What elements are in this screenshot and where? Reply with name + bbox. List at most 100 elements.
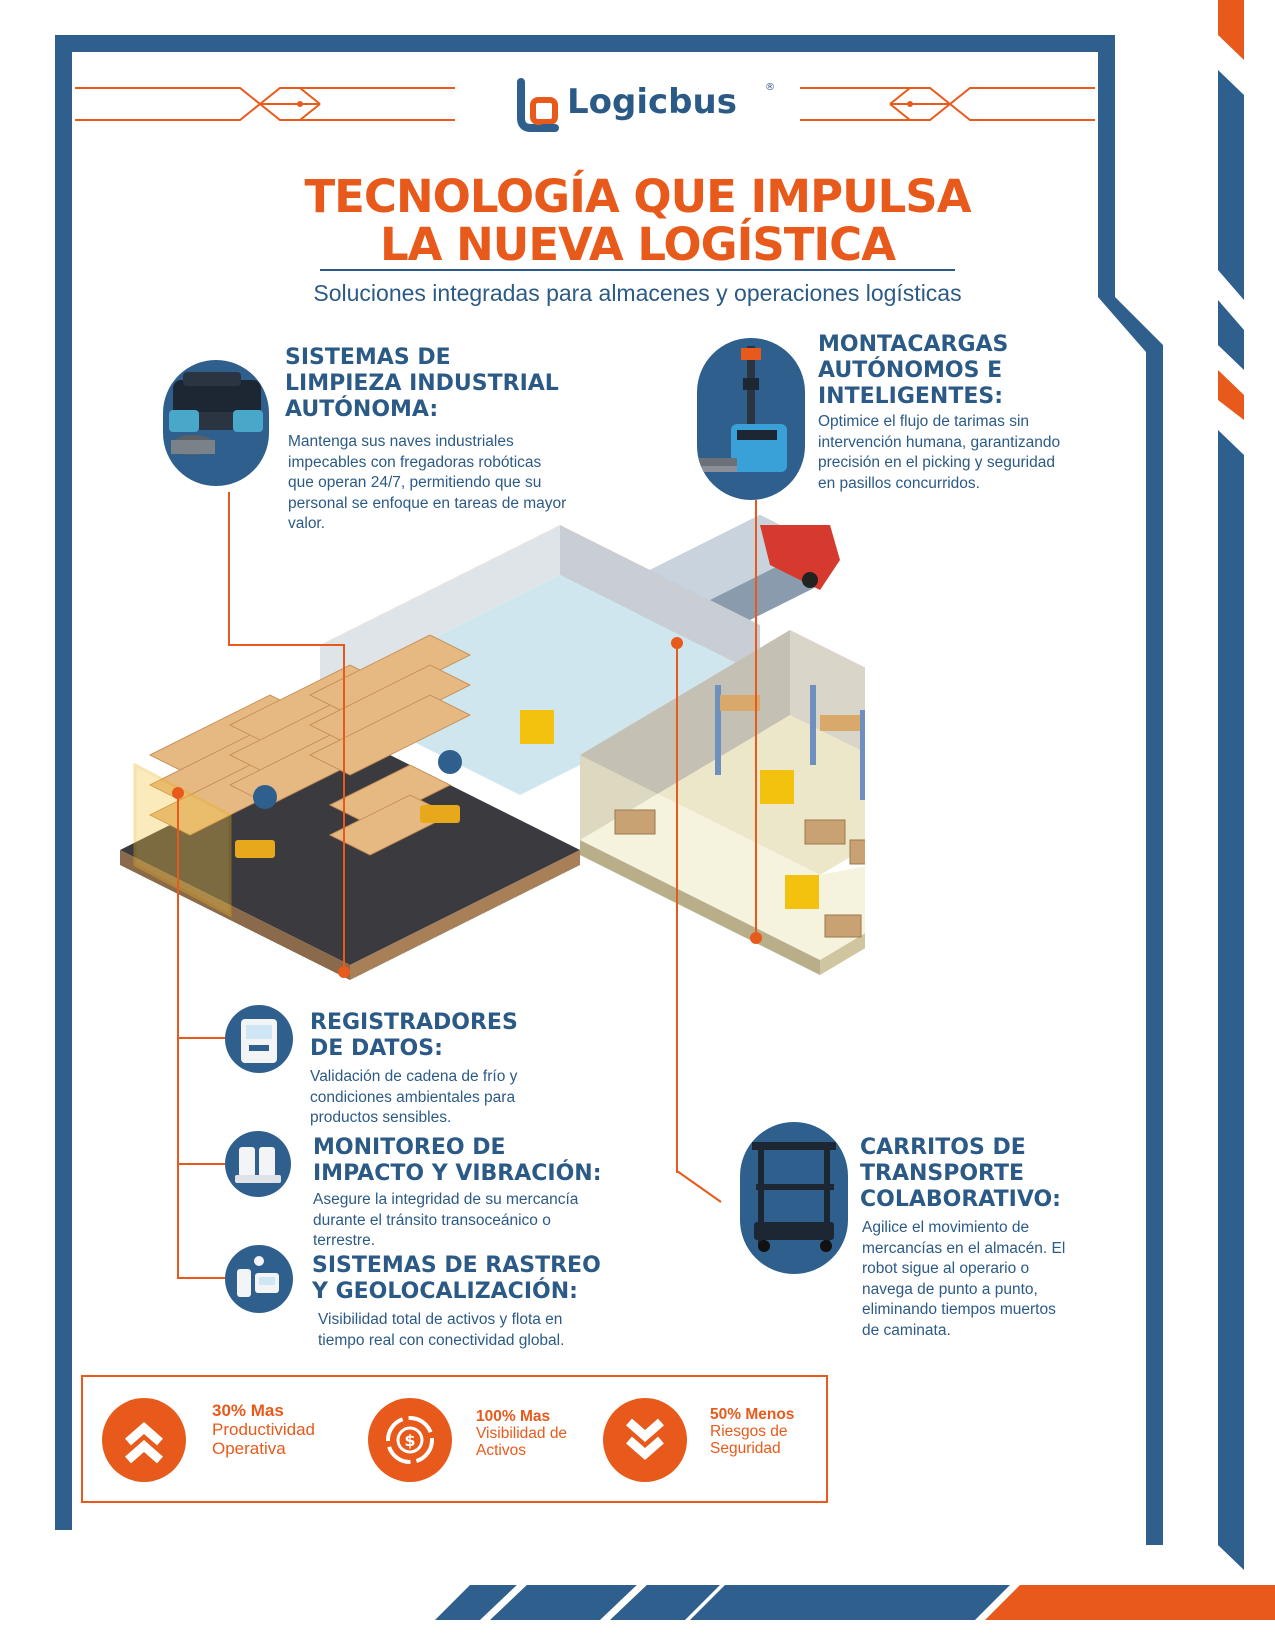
stat-visibility: 100% Mas Visibilidad de Activos xyxy=(476,1408,567,1459)
forklift-title-line: AUTÓNOMOS E xyxy=(818,358,1003,383)
warehouse-illustration xyxy=(120,515,865,980)
forklift-body-line: Optimice el flujo de tarimas sin xyxy=(818,413,1030,430)
stat-value: 100% Mas xyxy=(476,1408,551,1425)
connector-dot xyxy=(338,966,350,978)
cleaning-section-title: SISTEMAS DE LIMPIEZA INDUSTRIAL AUTÓNOMA… xyxy=(285,345,559,423)
data-logger-icon xyxy=(241,1019,277,1063)
forklift-body-line: en pasillos concurridos. xyxy=(818,474,980,492)
stat-value: 50% Menos xyxy=(710,1406,795,1423)
frame-left-bar xyxy=(55,35,72,1530)
data-logger-section-body: Validación de cadena de frío y condicion… xyxy=(310,1067,517,1129)
connector-dot xyxy=(750,932,762,944)
cart-title-line: TRANSPORTE xyxy=(860,1161,1025,1186)
stat-safety-circle xyxy=(603,1398,687,1482)
cart-body-line: mercancías en el almacén. El xyxy=(862,1239,1066,1257)
connector-line xyxy=(177,1277,225,1279)
data-logger-body-line: condiciones ambientales para xyxy=(310,1088,516,1106)
cleaning-title-line: SISTEMAS DE xyxy=(285,345,451,370)
forklift-body-line: precisión en el picking y seguridad xyxy=(818,454,1055,471)
cleaning-body-line: impecables con fregadoras robóticas xyxy=(288,453,542,471)
chevrons-down-icon xyxy=(626,1418,664,1460)
cart-title-line: COLABORATIVO: xyxy=(860,1187,1061,1212)
impact-body-line: Asegure la integridad de su mercancía xyxy=(313,1191,579,1208)
data-logger-title-line: REGISTRADORES xyxy=(310,1010,518,1035)
connector-line xyxy=(228,492,230,644)
autonomous-forklift-image xyxy=(697,338,805,500)
cleaning-robot-image xyxy=(163,360,269,486)
page-title-line-1: TECNOLOGÍA QUE IMPULSA xyxy=(304,170,971,223)
tracking-section-body: Visibilidad total de activos y flota en … xyxy=(318,1310,564,1351)
data-logger-body-line: productos sensibles. xyxy=(310,1109,452,1126)
cleaning-body-line: que operan 24/7, permitiendo que su xyxy=(288,474,542,491)
transport-cart-icon xyxy=(752,1142,836,1252)
cart-title-line: CARRITOS DE xyxy=(860,1135,1026,1160)
impact-section-body: Asegure la integridad de su mercancía du… xyxy=(313,1190,578,1252)
page-title-line-2: LA NUEVA LOGÍSTICA xyxy=(379,218,896,271)
impact-title-line: MONITOREO DE xyxy=(313,1135,506,1160)
brand-logo: Logicbus ® xyxy=(515,78,775,134)
forklift-title-line: INTELIGENTES: xyxy=(818,384,1004,409)
stat-productivity-circle xyxy=(102,1398,186,1482)
connector-line xyxy=(676,643,678,1173)
impact-sensor-icon xyxy=(235,1147,281,1183)
cart-section-title: CARRITOS DE TRANSPORTE COLABORATIVO: xyxy=(860,1135,1061,1213)
stat-label-line: Visibilidad de xyxy=(476,1425,568,1442)
tracking-body-line: tiempo real con conectividad global. xyxy=(318,1331,565,1349)
autonomous-forklift-icon xyxy=(697,346,787,472)
connector-dot xyxy=(671,637,683,649)
page-subtitle: Soluciones integradas para almacenes y o… xyxy=(313,280,962,306)
collaborative-cart-image xyxy=(740,1122,848,1274)
tracking-title-line: Y GEOLOCALIZACIÓN: xyxy=(312,1279,578,1304)
tracking-body-line: Visibilidad total de activos y flota en xyxy=(318,1311,563,1328)
impact-monitor-image xyxy=(225,1131,291,1197)
money-cycle-icon: $ xyxy=(386,1416,434,1464)
brand-name: Logicbus xyxy=(567,82,737,122)
connector-line xyxy=(177,1163,225,1165)
gps-tracker-icon xyxy=(237,1256,279,1297)
cleaning-robot-icon xyxy=(169,372,263,455)
cleaning-title-line: AUTÓNOMA: xyxy=(285,397,439,422)
stats-box xyxy=(81,1375,828,1503)
stat-label-line: Activos xyxy=(476,1442,526,1459)
impact-body-line: terrestre. xyxy=(313,1232,376,1249)
data-logger-image xyxy=(225,1005,293,1073)
stat-label-line: Productividad xyxy=(212,1420,316,1439)
cart-body-line: eliminando tiempos muertos xyxy=(862,1301,1056,1318)
connector-dot xyxy=(172,787,184,799)
cart-body-line: Agilice el movimiento de xyxy=(862,1219,1030,1236)
impact-body-line: durante el tránsito transoceánico o xyxy=(313,1211,551,1229)
stat-safety: 50% Menos Riesgos de Seguridad xyxy=(710,1406,794,1457)
svg-text:$: $ xyxy=(404,1431,415,1450)
logicbus-logo-icon xyxy=(517,78,559,132)
frame-right-bar xyxy=(1098,35,1115,297)
stat-label-line: Riesgos de xyxy=(710,1423,788,1440)
impact-section-title: MONITOREO DE IMPACTO Y VIBRACIÓN: xyxy=(313,1135,602,1187)
tracking-title-line: SISTEMAS DE RASTREO xyxy=(312,1253,601,1278)
tracking-device-image xyxy=(225,1245,293,1313)
cart-body-line: navega de punto a punto, xyxy=(862,1280,1038,1298)
connector-diagonal xyxy=(676,1170,722,1203)
connector-line xyxy=(343,644,345,972)
data-logger-section-title: REGISTRADORES DE DATOS: xyxy=(310,1010,518,1062)
impact-title-line: IMPACTO Y VIBRACIÓN: xyxy=(313,1161,602,1186)
frame-top-bar xyxy=(55,35,1115,52)
forklift-body-line: intervención humana, garantizando xyxy=(818,433,1061,451)
cleaning-body-line: valor. xyxy=(288,515,326,532)
cleaning-title-line: LIMPIEZA INDUSTRIAL xyxy=(285,371,559,396)
stat-label-line: Seguridad xyxy=(710,1440,781,1457)
tracking-section-title: SISTEMAS DE RASTREO Y GEOLOCALIZACIÓN: xyxy=(312,1253,601,1305)
brand-registered-mark: ® xyxy=(765,82,775,93)
forklift-title-line: MONTACARGAS xyxy=(818,332,1009,357)
connector-line xyxy=(177,792,179,1278)
stat-label-line: Operativa xyxy=(212,1439,286,1458)
chevrons-up-icon xyxy=(125,1422,163,1464)
stat-productivity: 30% Mas Productividad Operativa xyxy=(212,1401,315,1458)
cleaning-body-line: personal se enfoque en tareas de mayor xyxy=(288,494,567,512)
forklift-section-body: Optimice el flujo de tarimas sin interve… xyxy=(818,412,1060,494)
cart-body-line: robot sigue al operario o xyxy=(862,1260,1030,1277)
data-logger-body-line: Validación de cadena de frío y xyxy=(310,1068,518,1085)
connector-line xyxy=(228,644,344,646)
stat-visibility-circle: $ xyxy=(368,1398,452,1482)
cart-body-line: de caminata. xyxy=(862,1321,951,1339)
